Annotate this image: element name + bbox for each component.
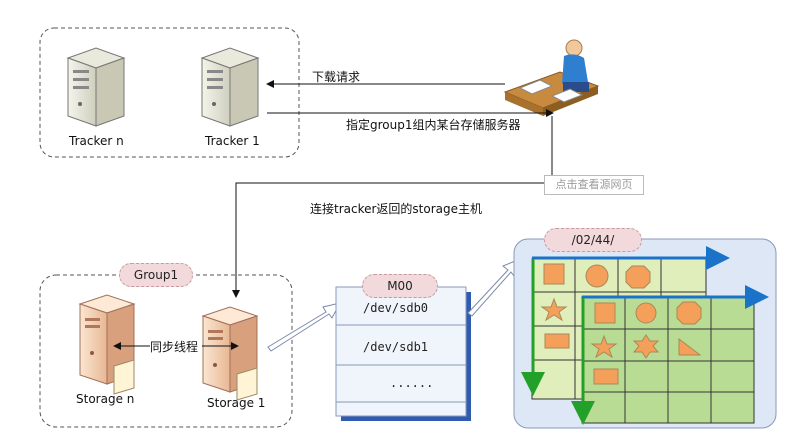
client-person-icon [503,39,600,116]
tracker-n-server-icon [66,47,126,127]
disk-label-badge: M00 [362,274,438,298]
group1-badge: Group1 [119,263,193,287]
group1-box [39,274,293,428]
download-request-label: 下载请求 [312,70,361,84]
disk-box [335,286,467,417]
disk-row-ellipsis: ...... [390,376,434,390]
tracker-n-label: Tracker n [69,134,124,148]
path-label-badge: /02/44/ [544,228,642,252]
storage-to-disk-arrow [267,302,341,352]
connect-storage-label: 连接tracker返回的storage主机 [310,202,483,216]
storage-n-server-icon [78,294,136,395]
sync-thread-label: 同步线程 [150,340,199,354]
storage-1-server-icon [201,306,259,401]
tracker-1-server-icon [200,47,260,127]
view-source-link[interactable]: 点击查看源网页 [544,175,644,195]
storage-n-label: Storage n [76,392,135,406]
disk-row-sdb0: /dev/sdb0 [363,301,429,315]
disk-row-sdb1: /dev/sdb1 [363,340,429,354]
front-grid [581,296,755,424]
disk-to-path-arrow [467,258,521,317]
tracker-1-label: Tracker 1 [205,134,260,148]
assign-storage-label: 指定group1组内某台存储服务器 [346,118,521,132]
connect-storage-arrow [232,116,553,298]
tracker-cluster-box [39,27,300,158]
storage-1-label: Storage 1 [207,396,266,410]
